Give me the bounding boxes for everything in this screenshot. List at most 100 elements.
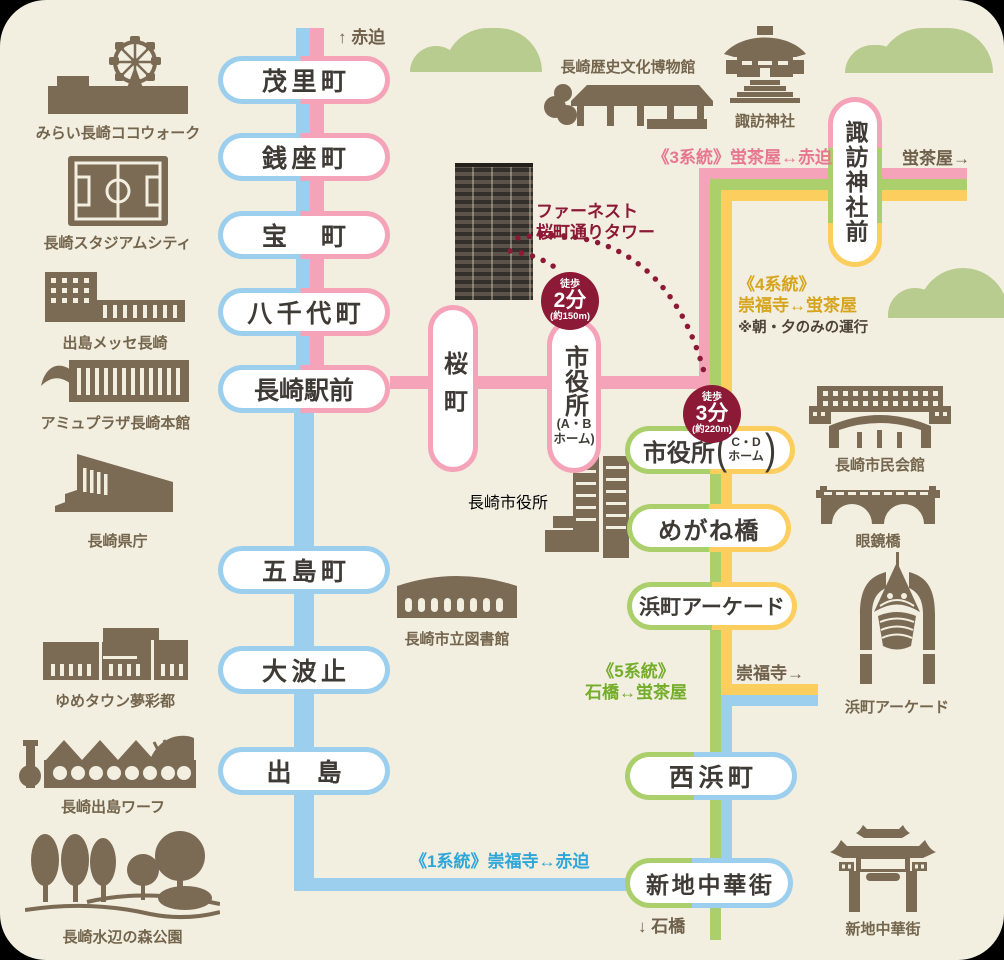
station-sakuramachi: 桜町 [428,305,478,472]
station-shiyakusho-ab: 市役所 (A・B ホーム) [547,318,601,473]
station-label: 大波止 [223,651,385,689]
landmark-label: 出島メッセ長崎 [62,335,168,352]
station-label: 西浜町 [630,757,792,795]
landmark-label: 長崎出島ワーフ [60,799,166,816]
station-ohato: 大波止 [218,646,390,694]
landmark-meganebashi: 眼鏡橋 [814,486,942,551]
station-zenzamachi: 銭座町 [218,133,390,181]
landmark-label: 浜町アーケード [844,699,950,716]
landmark-cocowalk: みらい長崎ココウォーク [28,34,208,143]
station-yachiyomachi: 八千代町 [218,288,390,336]
route4-label: 《4系統》 崇福寺↔蛍茶屋 [738,274,857,317]
route5-label-line2: 石橋↔蛍茶屋 [585,683,687,703]
civic-hall-icon [809,386,951,448]
route3-label: 《3系統》蛍茶屋↔赤迫 [652,148,832,167]
chinatown-gate-icon [830,825,936,912]
station-label: 八千代町 [223,293,385,331]
station-meganebashi: めがね橋 [627,504,791,552]
landmark-dejima-wharf: 長崎出島ワーフ [18,732,208,817]
line1-horizontal-mid [721,695,818,706]
platform-label: (A・B ホーム) [553,417,595,446]
route4-note: ※朝・夕のみの運行 [738,320,869,336]
landmark-label: 長崎水辺の森公園 [62,929,183,946]
prefectural-office-icon [55,454,173,512]
line3-vertical-right [699,168,710,389]
walk-badge-3min: 徒歩 3分 (約220m) [683,385,741,443]
direction-sofukuji: 崇福寺→ [736,664,804,683]
amu-plaza-icon [40,360,189,402]
station-shinchi-chinatown: 新地中華街 [625,858,793,908]
spectacles-bridge-icon [816,486,940,524]
landmark-label: 長崎県庁 [87,533,148,550]
walk-badge-2min: 徒歩 2分 (約150m) [541,272,599,330]
landmark-hamanomachi-arcade: 浜町アーケード [832,552,962,717]
station-nagasakiekimae: 長崎駅前 [218,365,390,413]
station-label: 諏訪神社前 [842,119,868,245]
landmark-label: 長崎市民会館 [834,457,925,474]
tower-photo [455,163,533,300]
station-hamanomachi-arcade: 浜町アーケード [627,582,797,630]
ferris-wheel-icon [48,36,188,114]
station-takaramachi: 宝 町 [218,211,390,259]
station-label: 浜町アーケード [632,587,792,625]
landmark-label: 長崎歴史文化博物館 [560,59,696,76]
route1-label: 《1系統》崇福寺↔赤迫 [410,852,590,871]
station-label: 茂里町 [223,61,385,99]
line4-horizontal-mid [721,684,818,695]
landmark-label: 新地中華街 [845,921,921,938]
landmark-dejima-messe: 出島メッセ長崎 [35,272,195,353]
station-label: 新地中華街 [630,863,788,903]
route4-label-line2: 崇福寺↔蛍茶屋 [738,296,857,316]
park-trees-icon [25,831,220,920]
landmark-yumetown: ゆめタウン夢彩都 [35,628,195,711]
station-nishihamanomachi: 西浜町 [625,752,797,800]
landmark-label: ゆめタウン夢彩都 [54,693,175,710]
convention-center-icon [45,272,185,322]
line5-vertical-right [710,179,721,940]
station-label: めがね橋 [632,509,786,547]
station-label: 銭座町 [223,138,385,176]
landmark-history-museum: 長崎歴史文化博物館 [528,56,728,133]
library-icon [397,576,517,618]
station-label: 市役所 [560,345,588,418]
landmark-label: 眼鏡橋 [855,533,901,550]
tower-name: ファーネスト 桜町通りタワー [536,202,655,243]
landmark-label: みらい長崎ココウォーク [35,125,201,142]
landmark-label: 長崎スタジアムシティ [43,235,192,252]
landmark-suwa-shrine: 諏訪神社 [715,24,815,131]
arcade-gate-icon [859,552,935,684]
wharf-icon [19,735,196,788]
landmark-label: 長崎市立図書館 [404,631,510,648]
landmark-stadium-city: 長崎スタジアムシティ [40,156,195,253]
shrine-icon [724,26,806,103]
landmark-amu-plaza: アミュプラザ長崎本館 [28,360,203,433]
landmark-mizube-park: 長崎水辺の森公園 [25,822,220,947]
station-label: 出 島 [223,752,385,790]
station-label: 五島町 [223,551,385,589]
station-label: 長崎駅前 [223,370,385,408]
station-morimachi: 茂里町 [218,56,390,104]
landmark-label: 諏訪神社 [734,113,795,130]
station-gotomachi: 五島町 [218,546,390,594]
route5-label: 《5系統》 石橋↔蛍茶屋 [570,661,702,704]
landmark-label: 長崎市役所 [468,495,549,512]
direction-hotarujaya: 蛍茶屋→ [902,149,970,168]
station-dejima: 出 島 [218,747,390,795]
station-suwajinjamae: 諏訪神社前 [828,97,882,267]
direction-akasako: ↑ 赤迫 [338,28,386,47]
stadium-icon [67,156,168,226]
station-label: 桜町 [439,351,467,426]
line1-horizontal-bottom [294,878,632,891]
museum-icon [544,84,713,129]
landmark-library: 長崎市立図書館 [392,566,522,649]
landmark-kencho: 長崎県庁 [50,446,185,551]
landmark-shimin-kaikan: 長崎市民会館 [806,386,954,475]
direction-ishibashi: ↓ 石橋 [638,917,686,936]
station-label: 宝 町 [223,216,385,254]
route5-label-line1: 《5系統》 [597,662,675,681]
shopping-mall-icon [42,628,188,680]
